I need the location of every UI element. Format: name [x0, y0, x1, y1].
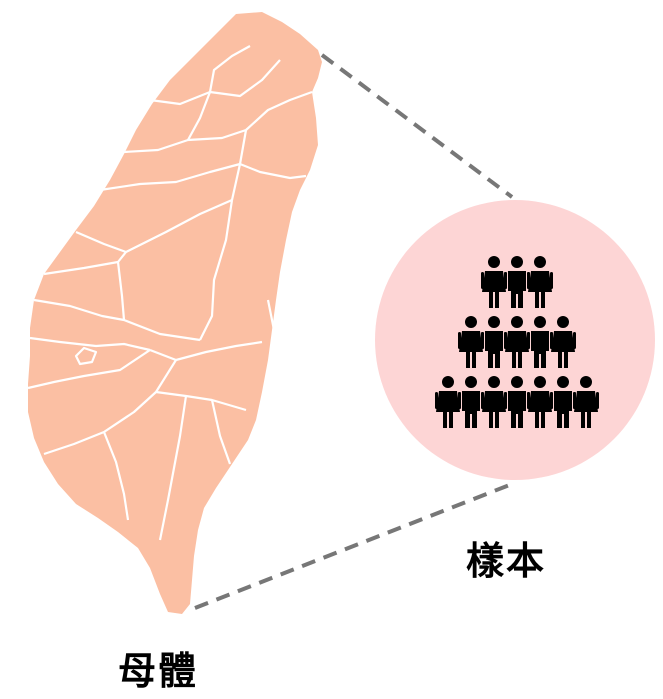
connector-top-line — [320, 53, 514, 199]
person-icon — [527, 256, 553, 308]
sample-people-group — [435, 256, 599, 428]
taiwan-outline — [28, 12, 322, 614]
person-icon — [458, 376, 484, 428]
population-label: 母體 — [118, 649, 199, 693]
person-icon — [550, 376, 576, 428]
taiwan-map-icon — [27, 12, 322, 614]
connector-bottom-line — [194, 482, 513, 610]
person-icon — [550, 316, 576, 368]
county-borders — [27, 45, 313, 541]
person-icon — [573, 376, 599, 428]
sample-label: 樣本 — [466, 539, 547, 583]
person-icon — [481, 256, 507, 308]
